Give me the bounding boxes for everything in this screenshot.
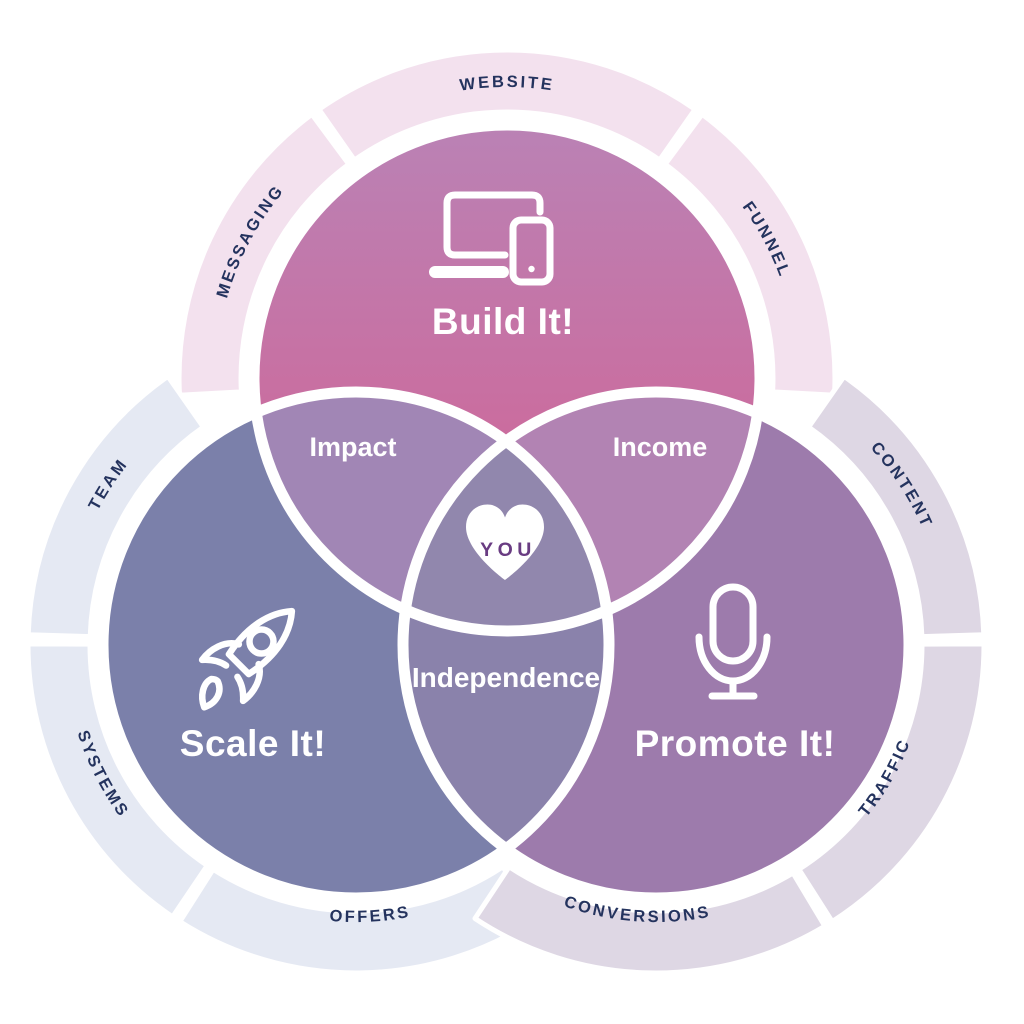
circle-promote-outline (397, 386, 915, 904)
scale-label: Scale It! (180, 723, 326, 764)
ring-segment-messaging (176, 111, 352, 398)
ring-segment-systems (25, 641, 210, 920)
ring-segment-team (25, 373, 206, 640)
independence-label: Independence (412, 662, 600, 693)
microphone-icon (695, 583, 771, 700)
promote-label: Promote It! (635, 723, 836, 764)
ring-segment-website (316, 47, 698, 163)
ring-label-offers: OFFERS (329, 903, 412, 926)
impact-label: Impact (309, 432, 396, 462)
outer-rings (25, 47, 987, 976)
rocket-icon (198, 607, 296, 711)
ring-segment-content (806, 373, 987, 640)
ring-segment-conversions (472, 864, 828, 976)
ring-segment-traffic (796, 641, 987, 925)
heart-icon (466, 504, 544, 580)
circle-build-outline (248, 119, 766, 637)
ring-label-website: WEBSITE (459, 73, 556, 95)
build-label: Build It! (432, 301, 574, 342)
circle-scale-outline (97, 386, 615, 904)
income-label: Income (613, 432, 708, 462)
ring-segment-offers (177, 864, 540, 976)
center-you-label: YOU (480, 539, 536, 561)
laptop-phone-icon (429, 191, 554, 286)
